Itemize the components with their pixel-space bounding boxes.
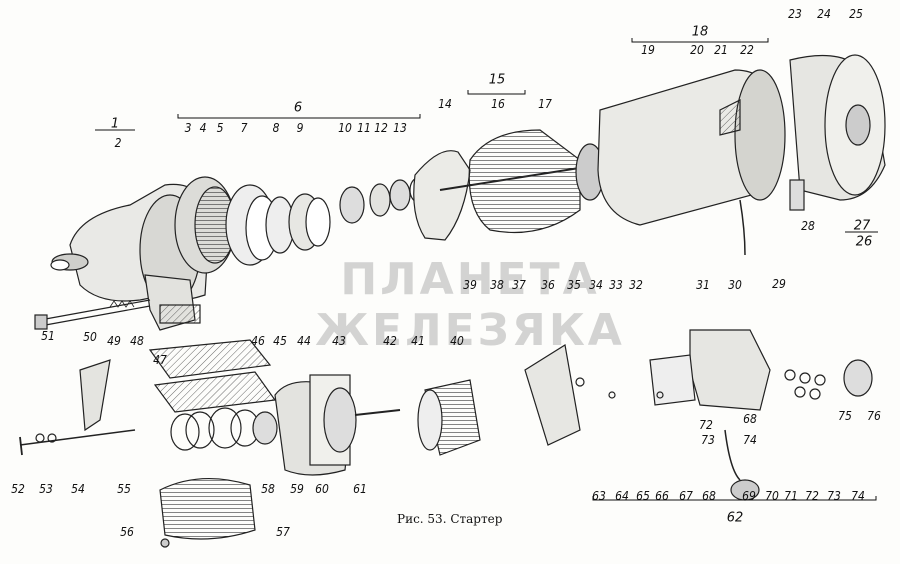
solenoid — [274, 344, 581, 476]
part-label-57: 57 — [276, 525, 290, 539]
part-label-16: 16 — [491, 97, 505, 111]
group-label-15: 15 — [488, 72, 506, 88]
part-label-76: 76 — [867, 409, 881, 423]
part-label-59: 59 — [290, 482, 304, 496]
part-label-24: 24 — [817, 7, 831, 21]
end-cover — [789, 54, 886, 211]
part-label-54: 54 — [71, 482, 85, 496]
group-label-27: 27 — [853, 218, 871, 234]
part-label-39: 39 — [463, 278, 477, 292]
part-label-40: 40 — [450, 334, 464, 348]
part-label-56: 56 — [120, 525, 134, 539]
part-label-50: 50 — [83, 330, 97, 344]
part-label-33: 33 — [609, 278, 623, 292]
part-label-8: 8 — [272, 121, 280, 135]
group-label-62: 62 — [726, 510, 744, 526]
part-label-31: 31 — [696, 278, 710, 292]
part-label-73a: 73 — [827, 489, 841, 503]
part-label-38: 38 — [490, 278, 504, 292]
part-label-44: 44 — [297, 334, 311, 348]
part-label-3: 3 — [184, 121, 192, 135]
figure-caption: Рис. 53. Стартер — [397, 512, 503, 526]
part-label-35: 35 — [567, 278, 581, 292]
part-label-47: 47 — [153, 353, 167, 367]
springs — [170, 407, 278, 451]
part-label-45: 45 — [273, 334, 287, 348]
end-plate — [413, 150, 471, 241]
part-label-22: 22 — [740, 43, 754, 57]
part-label-41: 41 — [411, 334, 425, 348]
part-label-12: 12 — [374, 121, 388, 135]
pinion-rings — [174, 176, 427, 274]
watermark: ПЛАНЕТА ЖЕЛЕЗЯКА — [315, 254, 625, 356]
part-label-4: 4 — [199, 121, 207, 135]
cover-shield — [159, 478, 256, 540]
part-label-9: 9 — [296, 121, 304, 135]
group-label-6: 6 — [293, 100, 303, 116]
part-label-14: 14 — [438, 97, 452, 111]
part-label-73b: 73 — [701, 433, 715, 447]
part-label-68b: 68 — [743, 412, 757, 426]
long-bolt — [34, 299, 151, 330]
part-label-2: 2 — [114, 136, 122, 150]
part-label-30: 30 — [728, 278, 742, 292]
part-label-75: 75 — [838, 409, 852, 423]
part-label-61: 61 — [353, 482, 367, 496]
part-label-46: 46 — [251, 334, 265, 348]
part-label-20: 20 — [690, 43, 704, 57]
part-label-60: 60 — [315, 482, 329, 496]
part-label-43: 43 — [332, 334, 346, 348]
part-label-74b: 74 — [743, 433, 757, 447]
part-label-32: 32 — [629, 278, 643, 292]
part-label-58: 58 — [261, 482, 275, 496]
gasket-2 — [153, 371, 277, 413]
part-label-74a: 74 — [851, 489, 865, 503]
part-label-52: 52 — [11, 482, 25, 496]
group-label-26: 26 — [855, 234, 873, 250]
part-label-34: 34 — [589, 278, 603, 292]
part-label-67: 67 — [679, 489, 693, 503]
part-label-28: 28 — [801, 219, 815, 233]
part-label-48: 48 — [130, 334, 144, 348]
part-label-68a: 68 — [702, 489, 716, 503]
group-label-1: 1 — [110, 116, 120, 132]
part-label-10: 10 — [338, 121, 352, 135]
part-label-36: 36 — [541, 278, 555, 292]
part-label-64: 64 — [615, 489, 629, 503]
part-label-63: 63 — [592, 489, 606, 503]
part-label-19: 19 — [641, 43, 655, 57]
part-label-70: 70 — [765, 489, 779, 503]
part-label-42: 42 — [383, 334, 397, 348]
part-label-29: 29 — [772, 277, 786, 291]
part-label-55: 55 — [117, 482, 131, 496]
part-label-17: 17 — [538, 97, 552, 111]
part-label-65: 65 — [636, 489, 650, 503]
part-label-23: 23 — [788, 7, 802, 21]
part-label-13: 13 — [393, 121, 407, 135]
part-label-21: 21 — [714, 43, 728, 57]
part-label-53: 53 — [39, 482, 53, 496]
part-label-5: 5 — [216, 121, 224, 135]
part-label-25: 25 — [849, 7, 863, 21]
part-label-51: 51 — [41, 329, 55, 343]
gasket — [148, 339, 272, 379]
part-label-11: 11 — [357, 121, 371, 135]
part-label-71: 71 — [784, 489, 798, 503]
part-label-72b: 72 — [699, 418, 713, 432]
part-label-72a: 72 — [805, 489, 819, 503]
part-label-69: 69 — [742, 489, 756, 503]
part-label-37: 37 — [512, 278, 526, 292]
shift-lever — [79, 359, 111, 432]
part-label-49: 49 — [107, 334, 121, 348]
part-label-7: 7 — [240, 121, 248, 135]
part-label-66: 66 — [655, 489, 669, 503]
group-label-18: 18 — [691, 24, 709, 40]
field-yoke — [597, 69, 786, 256]
drive-housing — [50, 183, 211, 331]
